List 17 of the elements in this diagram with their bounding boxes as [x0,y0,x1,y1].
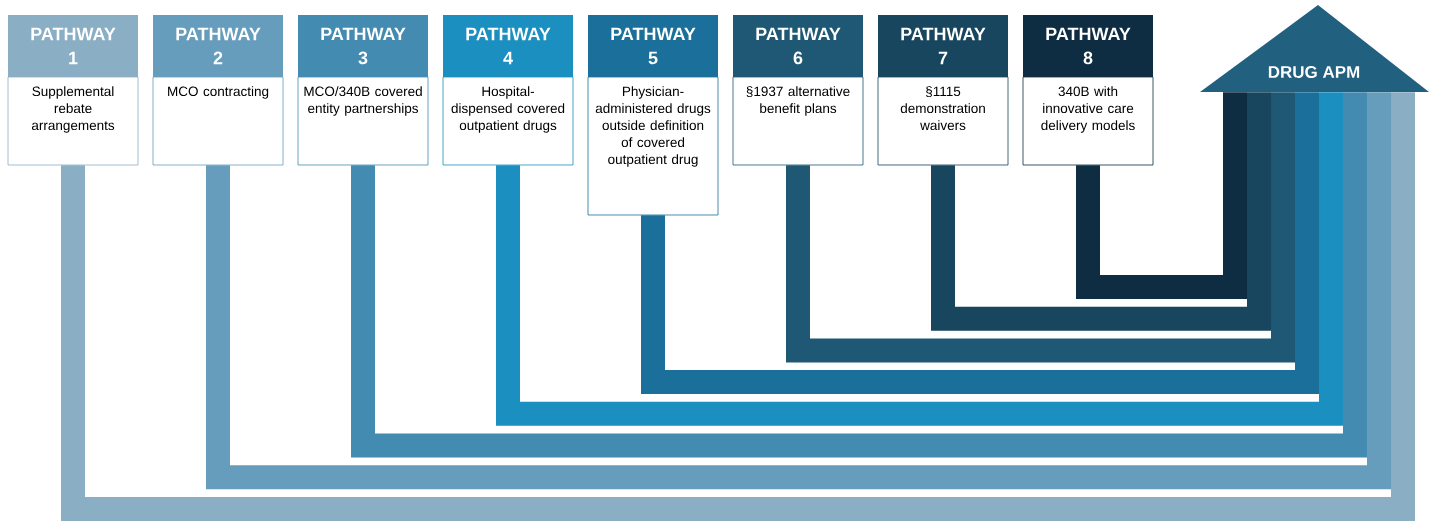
pathway-box: PATHWAY 4 Hospital-dispensed covered outpatient drugs [442,15,574,166]
arrowhead: DRUG APM [1200,5,1429,92]
node-label: PATHWAY 2 [176,27,261,65]
node-label: PATHWAY 4 [466,27,551,65]
node-label: PATHWAY 1 [31,27,116,65]
pathway-box: PATHWAY 6 §1937 alternative benefit plans [732,15,864,166]
pathway-box: PATHWAY 5 Physician-administered drugs outside definition of covered outpatient drug [587,15,719,216]
pathway-box: PATHWAY 1 Supplemental rebate arrangements [7,15,139,166]
node-label: PATHWAY 8 [1046,27,1131,65]
node-label: PATHWAY 3 [321,27,406,65]
node-label: PATHWAY 6 [756,27,841,65]
pathway-box: PATHWAY 8 340B with innovative care delivery models [1022,15,1154,166]
node-label: PATHWAY 7 [901,27,986,65]
pathway-box: PATHWAY 2 MCO contracting [152,15,284,166]
pathway-box: PATHWAY 3 MCO/340B covered entity partnerships [297,15,429,166]
node-label: PATHWAY 5 [611,27,696,65]
pathway-box: PATHWAY 7 §1115 demonstration waivers [877,15,1009,166]
